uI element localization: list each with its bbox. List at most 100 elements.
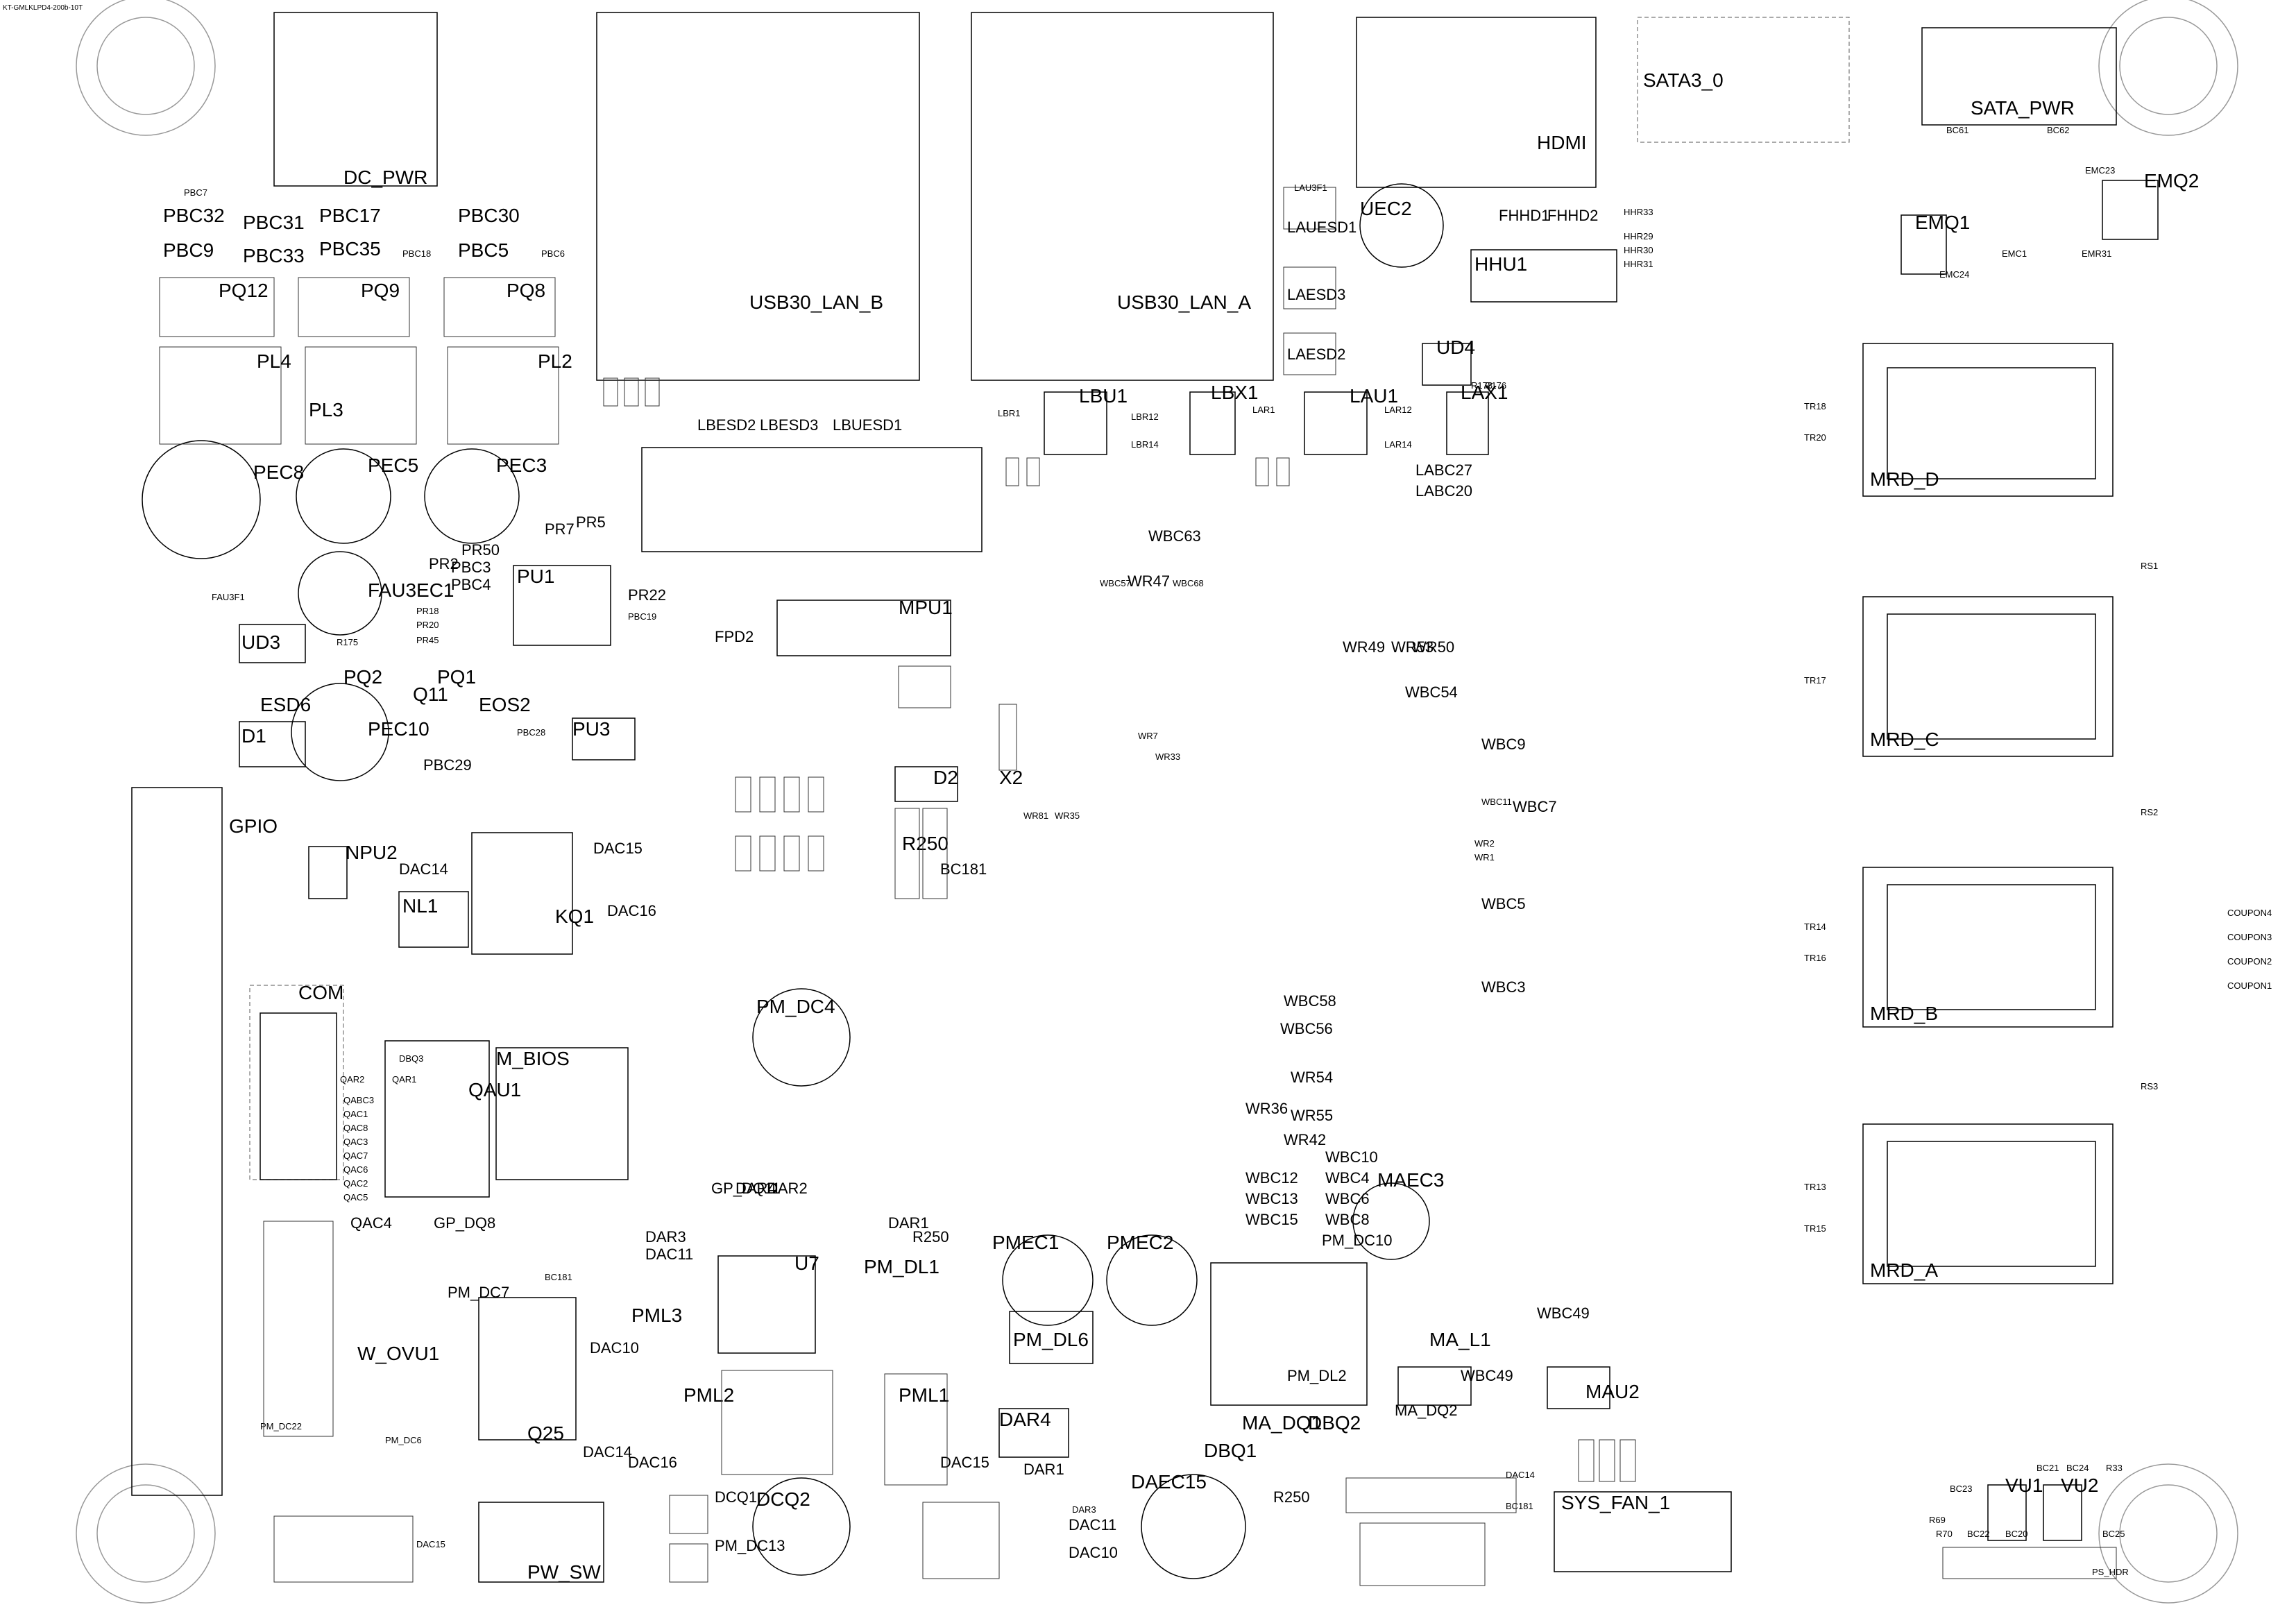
lbr1-label: LBR1 bbox=[998, 408, 1021, 418]
d1-label: D1 bbox=[241, 725, 266, 747]
r250-label: BC181 bbox=[545, 1272, 572, 1282]
pbc28-label: PBC28 bbox=[517, 727, 545, 738]
qac1-label: QABC3 bbox=[343, 1095, 374, 1105]
gpio-header bbox=[131, 787, 223, 1496]
dbq1-label: DBQ1 bbox=[1204, 1440, 1257, 1461]
ma-dq1-label: MA_DQ2 bbox=[1395, 1402, 1457, 1419]
dc-pwr-connector bbox=[273, 12, 438, 187]
sata-pwr-label: SATA_PWR bbox=[1971, 97, 2075, 119]
dar2-label: DAR4 bbox=[735, 1180, 776, 1197]
q25-chip bbox=[478, 1297, 577, 1441]
qac7-label: QAC3 bbox=[343, 1137, 368, 1147]
pec8-capacitor bbox=[142, 440, 261, 559]
qabc3-label: QAR2 bbox=[340, 1074, 364, 1085]
lan-chip-area bbox=[641, 447, 983, 552]
qac3-label: QAC8 bbox=[343, 1123, 368, 1133]
hhr29-label: HHR29 bbox=[1624, 231, 1653, 241]
wbc58-label: WBC58 bbox=[1284, 992, 1336, 1010]
q102-label: BC181 bbox=[940, 860, 987, 878]
wbc4-label: WBC4 bbox=[1325, 1169, 1370, 1187]
npu2-label: NPU2 bbox=[346, 842, 398, 863]
w-ovc2-label: PM_DC6 bbox=[385, 1435, 422, 1445]
emq2-chip bbox=[2102, 180, 2159, 240]
pq2-label: PQ2 bbox=[343, 666, 382, 688]
emq2-label: EMQ2 bbox=[2144, 170, 2199, 192]
r178-label: R178 bbox=[1471, 380, 1493, 391]
usb-lan-a-connector bbox=[971, 12, 1274, 381]
wbc10-label: WBC10 bbox=[1325, 1148, 1378, 1166]
lauesd1-box bbox=[1283, 187, 1336, 230]
small-component-marks bbox=[263, 377, 1636, 1583]
r210-label: PM_DC22 bbox=[260, 1421, 302, 1431]
coupon1-label: COUPON1 bbox=[2227, 980, 2272, 991]
pq1-label: PQ1 bbox=[437, 666, 476, 688]
label-42: PM_DC4 bbox=[756, 996, 835, 1017]
pbc32-label: PBC32 bbox=[163, 205, 225, 226]
pm-dl6-label: PM_DL6 bbox=[1013, 1329, 1089, 1350]
emr31-label: EMR31 bbox=[2082, 248, 2111, 259]
hdmi-label: HDMI bbox=[1537, 132, 1587, 153]
fau3ec1-capacitor bbox=[298, 551, 382, 636]
nl1-label: NL1 bbox=[402, 895, 438, 917]
mount-hole-bottom-left bbox=[76, 1463, 216, 1604]
lar1-label: LAR1 bbox=[1252, 405, 1275, 415]
dar3-label: DAR1 bbox=[888, 1214, 929, 1232]
ud4-chip bbox=[1422, 343, 1472, 386]
wr49-label: WR49 bbox=[1343, 638, 1385, 656]
wr53-label: WR53 bbox=[1391, 638, 1434, 656]
dcq-area bbox=[998, 1408, 1069, 1458]
eos2-label: EOS2 bbox=[479, 694, 531, 715]
r204-label: BC181 bbox=[1506, 1501, 1533, 1511]
bc21-label: BC21 bbox=[2036, 1463, 2059, 1473]
wbc68-label: WBC68 bbox=[1173, 578, 1204, 588]
fpesd-box bbox=[1345, 1477, 1517, 1513]
d1-chip bbox=[239, 721, 306, 767]
hhr30-label: HHR30 bbox=[1624, 245, 1653, 255]
sys-fan-label: SYS_FAN_1 bbox=[1561, 1492, 1670, 1513]
q106-label: DCQ1 bbox=[715, 1488, 757, 1506]
mrd-d-label: MRD_D bbox=[1870, 468, 1939, 490]
d2-chip bbox=[894, 766, 958, 802]
dac14-label: DAC15 bbox=[940, 1454, 989, 1471]
labc27-label: LABC27 bbox=[1415, 461, 1472, 479]
pr22-label: PR22 bbox=[628, 586, 666, 604]
80-port-label: DAC15 bbox=[416, 1539, 445, 1549]
sata3-label: SATA3_0 bbox=[1643, 69, 1724, 91]
pw-sw-connector bbox=[478, 1502, 604, 1583]
kq1-label: KQ1 bbox=[555, 906, 594, 927]
dar1-label: DAR2 bbox=[767, 1180, 808, 1197]
wbc9-label: WBC9 bbox=[1481, 736, 1526, 753]
bc20-label: BC20 bbox=[2005, 1529, 2028, 1539]
bc61-label: BC61 bbox=[1946, 125, 1969, 135]
qac8-label: QAC1 bbox=[343, 1109, 368, 1119]
hhr33-label: HHR33 bbox=[1624, 207, 1653, 217]
emc23-label: EMC23 bbox=[2085, 165, 2115, 176]
laesd2-box bbox=[1283, 332, 1336, 375]
mau2-chip bbox=[1547, 1366, 1610, 1409]
pbc30-label: PBC30 bbox=[458, 205, 520, 226]
wr35-label: WR35 bbox=[1055, 810, 1080, 821]
mrd-a-connector: MRD_A bbox=[1862, 1123, 2114, 1284]
ud3-label: UD3 bbox=[241, 631, 280, 653]
pl4-inductor bbox=[159, 346, 282, 445]
wbc54-label: WBC54 bbox=[1405, 683, 1458, 701]
ma-dq1-chip bbox=[1397, 1366, 1472, 1406]
pr7-label: PR7 bbox=[545, 520, 575, 538]
coupon2-label: COUPON2 bbox=[2227, 956, 2272, 967]
wr81-label: WR81 bbox=[1023, 810, 1048, 821]
lar14-label: LAR14 bbox=[1384, 439, 1412, 450]
w-ovu1-label: W_OVU1 bbox=[357, 1343, 439, 1364]
dac11-label: DAR3 bbox=[645, 1228, 686, 1246]
wbc8-label: WBC8 bbox=[1325, 1211, 1370, 1228]
mount-hole-bottom-right bbox=[2098, 1463, 2238, 1604]
com-inner bbox=[260, 1012, 337, 1180]
pl2-label: PL2 bbox=[538, 350, 572, 372]
mount-hole-top-left bbox=[76, 0, 216, 136]
bc62-label: BC62 bbox=[2047, 125, 2070, 135]
pm-dc10-label: PM_DC10 bbox=[1322, 1232, 1392, 1249]
pec3-capacitor bbox=[424, 448, 520, 544]
lbesd2-label: LBESD2 bbox=[697, 416, 756, 434]
mrd-a-label: MRD_A bbox=[1870, 1259, 1938, 1281]
